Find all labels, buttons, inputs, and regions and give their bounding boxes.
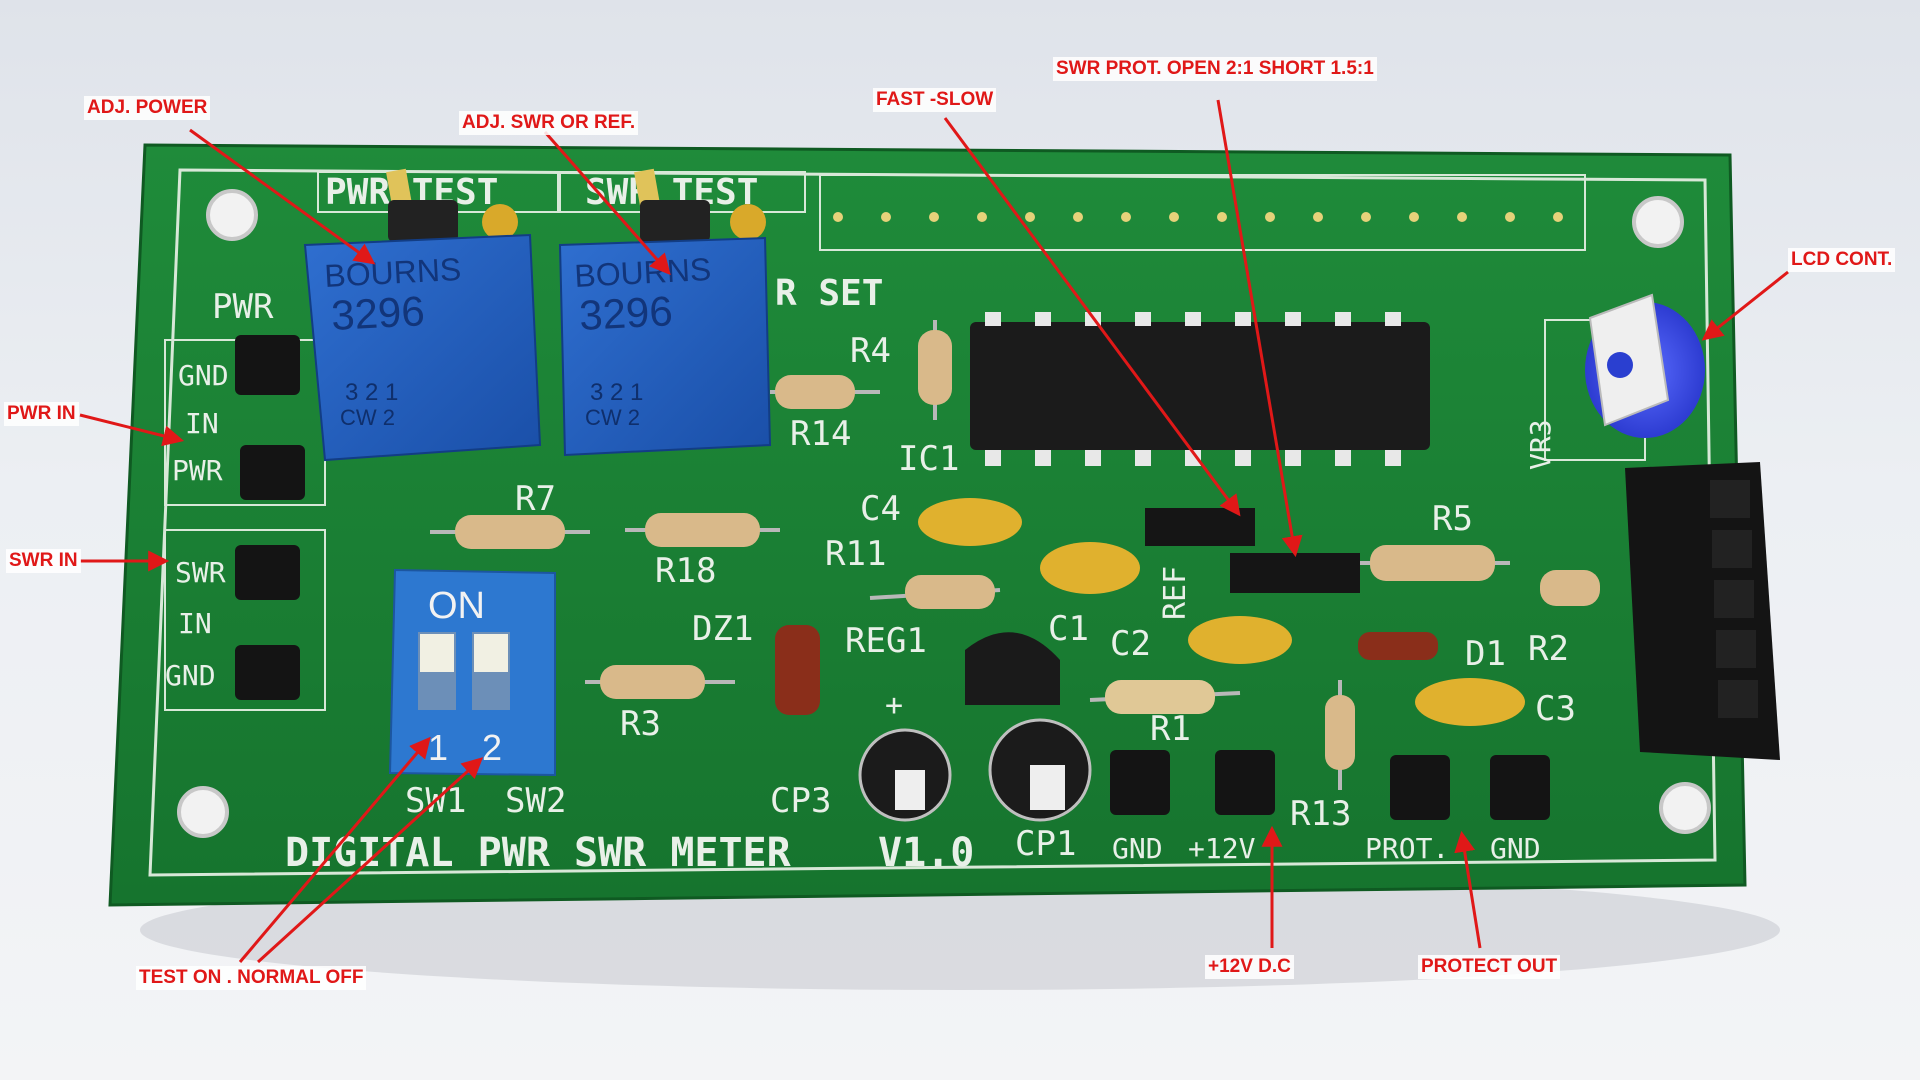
annotation-arrows xyxy=(79,99,1789,964)
ref-cp3: CP3 xyxy=(770,781,831,821)
arrow-lcd-cont xyxy=(1701,270,1789,341)
ceramic-capacitors xyxy=(918,498,1525,726)
ref-r3: R3 xyxy=(620,704,661,744)
silk-pwr: PWR xyxy=(212,287,274,327)
callout-test-on: TEST ON . NORMAL OFF xyxy=(136,966,367,990)
dip-switch-1[interactable] xyxy=(420,634,454,672)
arrow-protect-out xyxy=(1454,830,1482,949)
ref-dz1: DZ1 xyxy=(692,609,753,649)
dip-switch[interactable]: ON 1 2 xyxy=(388,568,556,777)
ref-r1: R1 xyxy=(1150,709,1191,749)
trimmer-brand: BOURNS xyxy=(323,251,462,294)
callout-12v: +12V D.C xyxy=(1205,955,1294,979)
callout-lcd-cont: LCD CONT. xyxy=(1788,248,1896,272)
pin-headers xyxy=(235,335,1550,820)
callout-protect-out: PROTECT OUT xyxy=(1418,955,1561,979)
arrow-adj-swr xyxy=(543,131,671,276)
jumper-swr-prot[interactable] xyxy=(1230,553,1360,593)
ref-r18: R18 xyxy=(655,551,716,591)
jumper-fast-slow[interactable] xyxy=(1145,508,1255,546)
silk-gnd-right: GND xyxy=(1490,832,1541,865)
ref-r2: R2 xyxy=(1528,629,1569,669)
arrow-fast-slow xyxy=(943,117,1241,517)
lcd-header xyxy=(1625,462,1780,760)
trimmer-dial: 3 2 1 xyxy=(345,379,398,406)
silk-gnd-bottom: GND xyxy=(1112,832,1163,865)
mount-hole xyxy=(206,189,258,241)
silk-in-2: IN xyxy=(178,607,212,640)
callout-pwr-in: PWR IN xyxy=(4,402,79,426)
dip-switch-2[interactable] xyxy=(474,634,508,672)
silk-12v: +12V xyxy=(1188,832,1256,865)
ref-plus: + xyxy=(885,688,903,723)
dip-on-label: ON xyxy=(428,585,485,627)
mount-hole xyxy=(1632,196,1684,248)
ref-c3: C3 xyxy=(1535,689,1576,729)
electrolytic-capacitors xyxy=(858,718,1092,822)
silk-swr: SWR xyxy=(175,556,226,589)
dip-num-1: 1 xyxy=(428,727,448,768)
callout-fast-slow: FAST -SLOW xyxy=(873,88,997,112)
trimmer-cw: CW 2 xyxy=(340,405,395,430)
ref-r13: R13 xyxy=(1290,794,1351,834)
ref-r7: R7 xyxy=(515,479,556,519)
silk-sw2: SW2 xyxy=(505,781,566,821)
arrow-adj-power xyxy=(189,128,376,265)
ref-c4: C4 xyxy=(860,489,901,529)
ref-c1: C1 xyxy=(1048,609,1089,649)
lcd-contrast-trimmer[interactable] xyxy=(1585,293,1705,438)
callout-swr-in: SWR IN xyxy=(6,549,81,573)
regulator-reg1 xyxy=(965,632,1060,705)
arrow-pwr-in xyxy=(79,413,185,447)
ref-ref: REF xyxy=(1158,566,1193,620)
silk-r-set: R SET xyxy=(775,273,883,314)
silk-title: DIGITAL PWR SWR METER xyxy=(285,830,792,876)
ref-r5: R5 xyxy=(1432,499,1473,539)
trimmer-cw: CW 2 xyxy=(585,405,640,430)
dip-num-2: 2 xyxy=(482,727,502,768)
mount-hole xyxy=(177,786,229,838)
arrow-test-on-1 xyxy=(238,736,431,963)
ref-vr3: VR3 xyxy=(1524,419,1557,470)
silk-prot: PROT. xyxy=(1365,832,1449,865)
ref-cp1: CP1 xyxy=(1015,824,1076,864)
callout-adj-power: ADJ. POWER xyxy=(84,96,211,120)
mount-hole xyxy=(1659,782,1711,834)
silk-in: IN xyxy=(185,407,219,440)
ref-reg1: REG1 xyxy=(845,621,927,661)
silk-gnd: GND xyxy=(178,359,229,392)
trimmer-brand: BOURNS xyxy=(573,251,712,294)
ref-c2: C2 xyxy=(1110,624,1151,664)
ref-r14: R14 xyxy=(790,414,851,454)
silk-gnd-2: GND xyxy=(165,659,216,692)
trimmer-swr[interactable]: BOURNS 3296 3 2 1 CW 2 xyxy=(558,168,772,457)
arrow-swr-prot xyxy=(1216,99,1303,558)
ref-d1: D1 xyxy=(1465,634,1506,674)
callout-swr-prot: SWR PROT. OPEN 2:1 SHORT 1.5:1 xyxy=(1053,57,1377,81)
diode-dz1 xyxy=(775,625,820,715)
silk-version: V1.0 xyxy=(878,830,974,876)
ic1-chip xyxy=(970,312,1430,466)
diode-d1 xyxy=(1358,632,1438,660)
trimmer-dial: 3 2 1 xyxy=(590,379,643,406)
trimmer-model: 3296 xyxy=(578,287,674,339)
trimmer-power[interactable]: BOURNS 3296 3 2 1 CW 2 xyxy=(303,168,542,462)
ref-ic1: IC1 xyxy=(898,439,959,479)
trimmer-model: 3296 xyxy=(330,287,426,339)
ref-r4: R4 xyxy=(850,331,891,371)
callout-adj-swr: ADJ. SWR OR REF. xyxy=(459,111,639,135)
silk-pwr-small: PWR xyxy=(172,454,223,487)
ref-r11: R11 xyxy=(825,534,886,574)
resistors xyxy=(430,320,1600,790)
arrow-test-on-2 xyxy=(256,757,484,964)
